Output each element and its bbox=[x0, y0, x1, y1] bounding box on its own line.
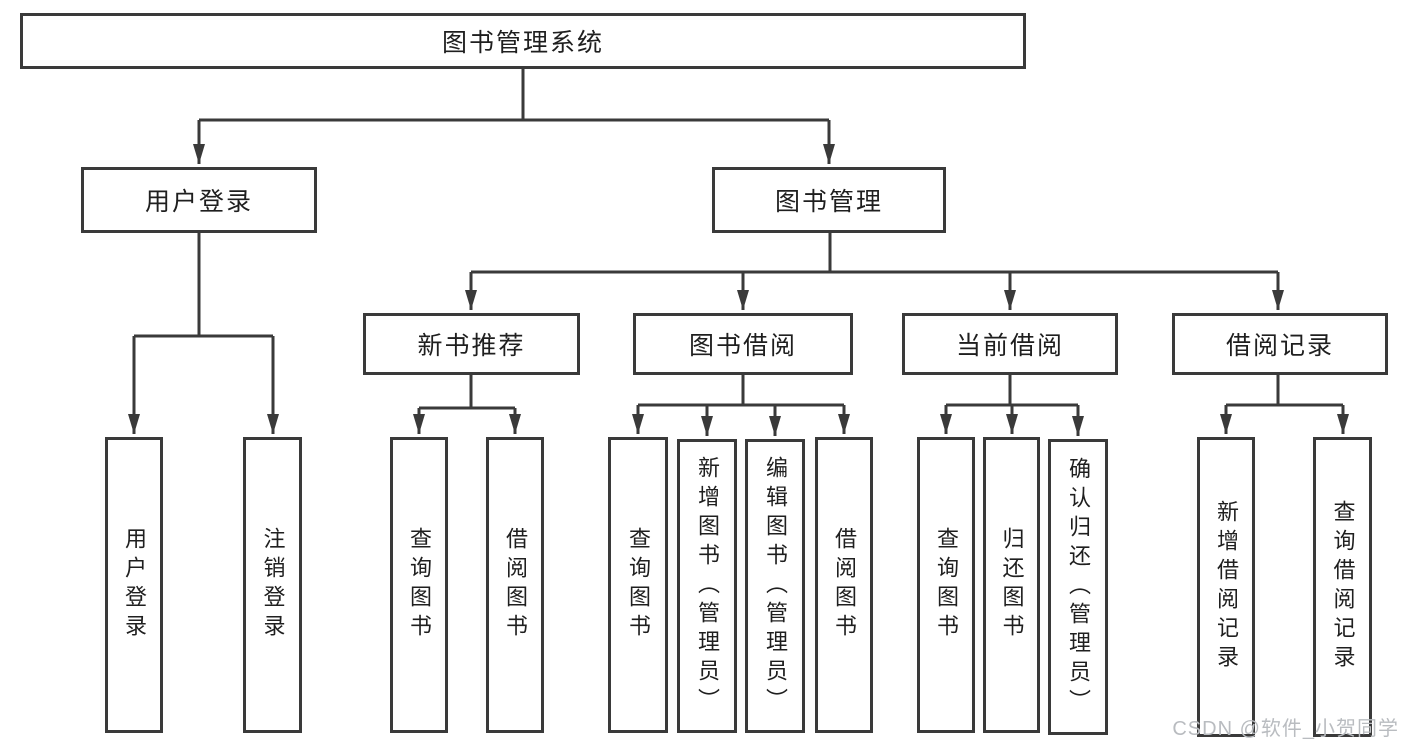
connector-mgmt-to-level3 bbox=[471, 233, 1278, 274]
connector-borrow-to-leaves bbox=[638, 375, 844, 407]
leaf-add-book-admin: 新增图书（管理员） bbox=[677, 439, 737, 733]
leaf-borrow-books-recommend: 借阅图书 bbox=[486, 437, 544, 733]
leaf-query-books-current: 查询图书 bbox=[917, 437, 975, 733]
leaf-add-borrow-record: 新增借阅记录 bbox=[1197, 437, 1255, 737]
node-borrow-records: 借阅记录 bbox=[1172, 313, 1388, 375]
leaf-label: 借阅图书 bbox=[503, 527, 528, 643]
leaf-label: 查询图书 bbox=[626, 527, 651, 643]
leaf-label: 新增图书（管理员） bbox=[695, 455, 720, 717]
leaf-label: 新增借阅记录 bbox=[1214, 500, 1239, 674]
node-current-borrow: 当前借阅 bbox=[902, 313, 1118, 375]
node-new-book-recommend: 新书推荐 bbox=[363, 313, 580, 375]
node-book-management: 图书管理 bbox=[712, 167, 946, 233]
leaf-label: 注销登录 bbox=[260, 527, 286, 643]
connector-newrec-to-leaves bbox=[419, 375, 515, 410]
leaf-label: 编辑图书（管理员） bbox=[763, 455, 788, 717]
node-user-login: 用户登录 bbox=[81, 167, 317, 233]
node-book-borrow: 图书借阅 bbox=[633, 313, 853, 375]
leaf-label: 查询图书 bbox=[934, 527, 959, 643]
leaf-label: 查询图书 bbox=[407, 527, 432, 643]
leaf-edit-book-admin: 编辑图书（管理员） bbox=[745, 439, 805, 733]
csdn-watermark: CSDN @软件_小贺同学 bbox=[1172, 718, 1399, 740]
node-library-management-system: 图书管理系统 bbox=[20, 13, 1026, 69]
leaf-label: 用户登录 bbox=[122, 527, 147, 643]
leaf-label: 归还图书 bbox=[999, 527, 1025, 643]
connector-records-to-leaves bbox=[1226, 375, 1343, 407]
leaf-return-books: 归还图书 bbox=[983, 437, 1040, 733]
leaf-query-borrow-record: 查询借阅记录 bbox=[1313, 437, 1372, 737]
leaf-user-login: 用户登录 bbox=[105, 437, 163, 733]
leaf-borrow-books: 借阅图书 bbox=[815, 437, 873, 733]
leaf-query-books-borrow: 查询图书 bbox=[608, 437, 668, 733]
leaf-label: 确认归还（管理员） bbox=[1066, 456, 1091, 718]
connector-current-to-leaves bbox=[946, 375, 1078, 407]
connector-login-to-leaves bbox=[134, 233, 273, 338]
leaf-label: 查询借阅记录 bbox=[1330, 500, 1356, 674]
leaf-label: 借阅图书 bbox=[832, 527, 857, 643]
connector-root-to-level2 bbox=[199, 69, 829, 122]
leaf-query-books-recommend: 查询图书 bbox=[390, 437, 448, 733]
leaf-confirm-return-admin: 确认归还（管理员） bbox=[1048, 439, 1108, 735]
leaf-logout: 注销登录 bbox=[243, 437, 302, 733]
